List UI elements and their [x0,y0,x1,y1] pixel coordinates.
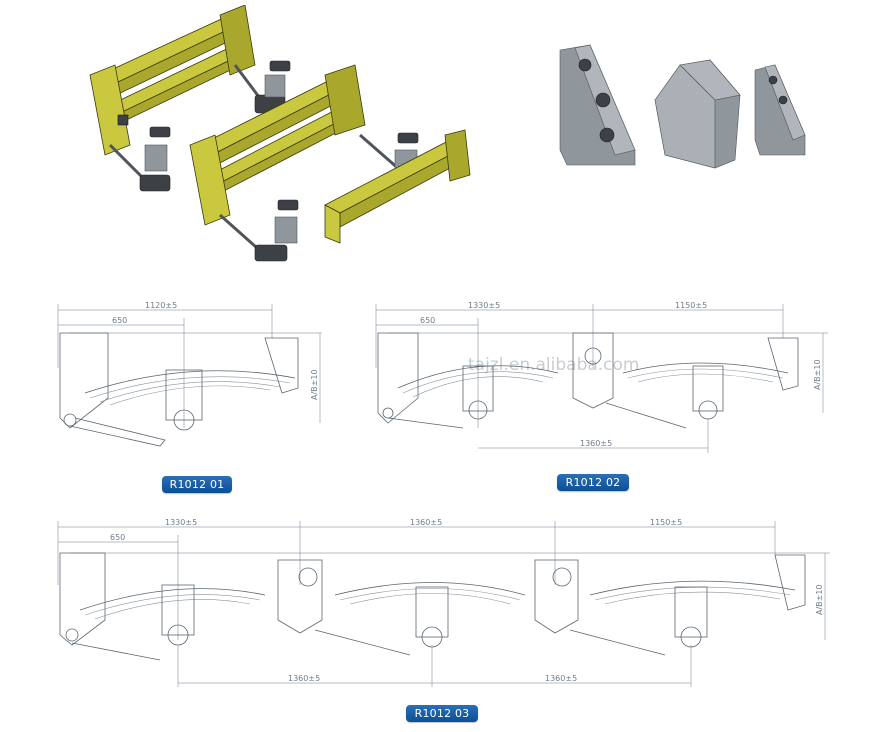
dim-1360-a: 1360±5 [288,674,320,683]
diagram-r101201: 1120±5 650 A/B±10 [57,301,322,447]
label-r101202: R1012 02 [557,474,629,491]
dim-1360: 1360±5 [580,439,612,448]
dim-1360: 1360±5 [410,518,442,527]
assembly-3d-illustration [89,5,471,262]
dim-650: 650 [420,316,435,325]
watermark: tajzl.en.alibaba.com [468,355,640,375]
dim-650: 650 [110,533,125,542]
diagram-r101202: tajzl.en.alibaba.com 1330±5 1150±5 650 A… [375,301,828,453]
dim-1330: 1330±5 [468,301,500,310]
dim-ab: A/B±10 [310,369,319,400]
dim-1330: 1330±5 [165,518,197,527]
dim-1360-b: 1360±5 [545,674,577,683]
label-r101201: R1012 01 [162,476,232,493]
diagram-r101203: 1330±5 1360±5 1150±5 650 A/B±10 1360±5 1… [57,518,830,687]
dim-ab: A/B±10 [815,584,824,615]
dim-1150: 1150±5 [675,301,707,310]
dim-ab: A/B±10 [813,359,822,390]
dim-1150: 1150±5 [650,518,682,527]
label-r101203: R1012 03 [406,705,478,722]
bracket-illustration [559,44,806,169]
dim-650: 650 [112,316,127,325]
dim-1120: 1120±5 [145,301,177,310]
